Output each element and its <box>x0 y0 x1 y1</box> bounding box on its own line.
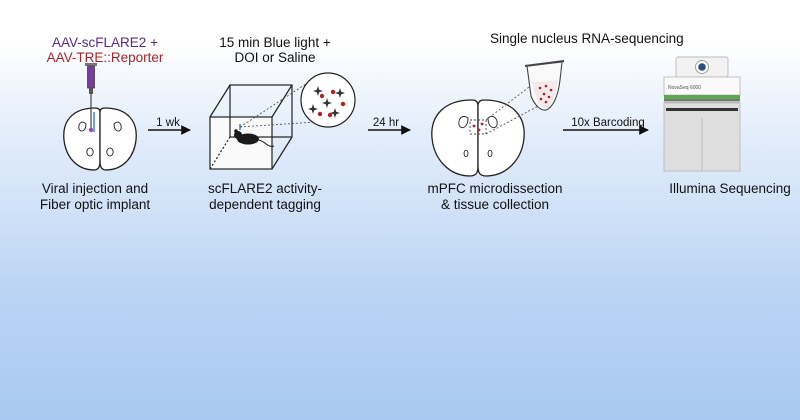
brain-section-injection <box>63 107 137 171</box>
dependent-tagging-caption: dependent tagging <box>209 197 321 212</box>
tissue-collection-caption: & tissue collection <box>440 197 550 212</box>
blue-light-label: 15 min Blue light + <box>219 35 331 50</box>
mpfc-microdissection-caption: mPFC microdissection <box>427 181 563 196</box>
instrument-label: NovaSeq 6000 <box>668 85 701 91</box>
snrna-seq-label: Single nucleus RNA-sequencing <box>490 31 684 46</box>
arrow1-label: 1 wk <box>156 117 180 129</box>
fiber-optic-caption: Fiber optic implant <box>39 197 151 212</box>
illumina-sequencing-caption: Illumina Sequencing <box>669 181 791 196</box>
behavior-chamber <box>209 84 293 170</box>
viral-injection-caption: Viral injection and <box>41 181 149 196</box>
doi-saline-label: DOI or Saline <box>234 50 316 65</box>
syringe-icon <box>85 63 97 133</box>
brain-section-mpfc <box>431 99 525 177</box>
scflare2-tagging-caption: scFLARE2 activity- <box>207 181 323 196</box>
arrow2-label: 24 hr <box>372 117 400 129</box>
hemisphere-label-left: 0 <box>463 149 469 160</box>
hemisphere-label-right: 0 <box>487 149 493 160</box>
novaseq-sequencer-icon <box>663 56 741 172</box>
aav-tre-reporter-label: AAV-TRE::Reporter <box>46 50 164 65</box>
dissection-lines <box>485 83 543 135</box>
zoom-lines <box>239 79 317 128</box>
tagged-neurons-circle <box>300 72 356 128</box>
arrow3-label: 10x Barcoding <box>571 117 645 129</box>
aav-scflare2-label: AAV-scFLARE2 + <box>52 35 158 50</box>
collection-tube-icon <box>524 60 565 111</box>
